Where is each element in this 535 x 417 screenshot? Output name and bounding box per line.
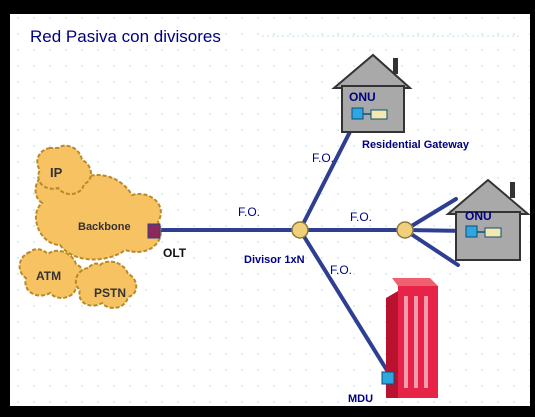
residential-gateway-label: Residential Gateway: [362, 139, 470, 151]
splitter-label: Divisor 1xN: [244, 254, 305, 266]
pstn-label: PSTN: [94, 286, 126, 300]
splitter-node-2: [396, 221, 414, 239]
house-top-body: [341, 85, 405, 133]
atm-cloud: [18, 248, 86, 300]
olt-label: OLT: [163, 246, 187, 260]
onu-top-box: [351, 107, 364, 120]
fiber-branch-up: [403, 197, 458, 232]
pstn-cloud: [74, 260, 138, 309]
fiber-links: [158, 114, 472, 374]
onu-top-port: [370, 109, 388, 120]
house-right-chimney: [510, 182, 515, 198]
atm-label: ATM: [36, 269, 61, 283]
onu-right-label: ONU: [465, 209, 492, 223]
fiber-to-onu-top: [298, 114, 360, 232]
fiber-to-mdu: [298, 228, 390, 374]
backbone-cloud-group: [18, 144, 162, 309]
mdu-label: MDU: [348, 393, 373, 405]
mdu-onu-box: [381, 371, 395, 385]
mdu-windows: [404, 296, 428, 388]
onu-right-box: [465, 225, 478, 238]
fo-main-label: F.O.: [238, 205, 260, 219]
olt-box: [147, 223, 161, 239]
backbone-label: Backbone: [78, 221, 131, 233]
house-right: [445, 178, 531, 261]
fiber-branch-down: [403, 228, 460, 267]
house-top-chimney: [393, 58, 398, 74]
onu-right-port: [484, 227, 502, 238]
fo-upper-label: F.O.: [312, 151, 334, 165]
splitter-node: [291, 221, 309, 239]
ip-label: IP: [50, 165, 63, 180]
mdu-building: [381, 278, 438, 398]
house-top: [331, 53, 413, 133]
mdu-roof: [392, 278, 438, 286]
fo-right-label: F.O.: [350, 210, 372, 224]
fo-lower-label: F.O.: [330, 263, 352, 277]
slide-title: Red Pasiva con divisores: [30, 27, 221, 46]
onu-top-label: ONU: [349, 90, 376, 104]
ip-cloud: [36, 144, 92, 196]
